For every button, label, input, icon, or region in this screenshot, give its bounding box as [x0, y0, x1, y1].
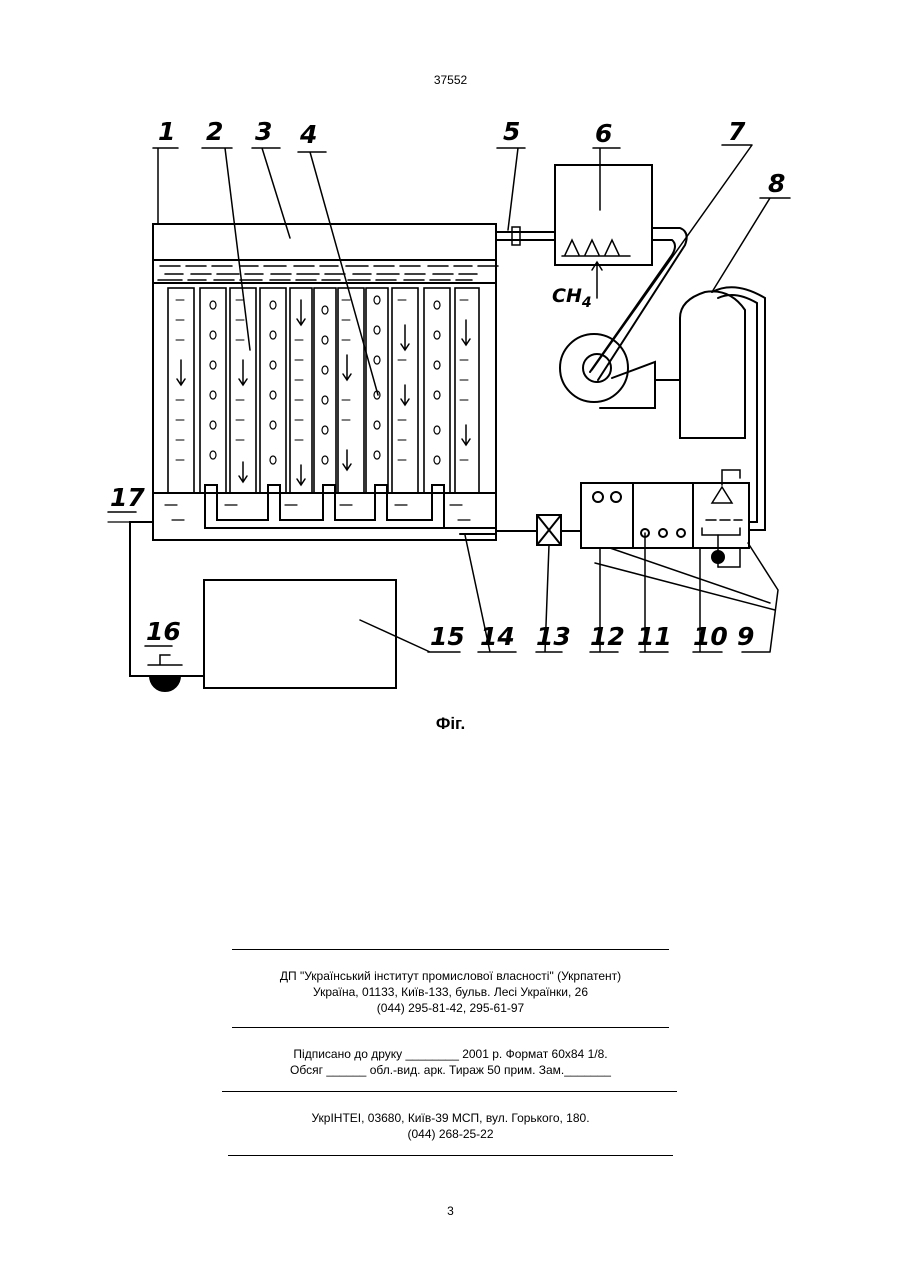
label-17: 17: [110, 483, 145, 512]
printer-block: УкрІНТЕІ, 03680, Київ-39 МСП, вул. Горьк…: [0, 1110, 901, 1142]
label-8: 8: [768, 169, 785, 198]
label-5: 5: [503, 117, 520, 146]
page-number: 3: [0, 1204, 901, 1218]
divider: [232, 1027, 669, 1028]
publisher-address: Україна, 01133, Київ-133, бульв. Лесі Ук…: [0, 984, 901, 1000]
label-12: 12: [590, 622, 625, 651]
label-3: 3: [255, 117, 272, 146]
divider: [232, 949, 669, 950]
printer-name: УкрІНТЕІ, 03680, Київ-39 МСП, вул. Горьк…: [0, 1110, 901, 1126]
label-2: 2: [206, 117, 223, 146]
label-14: 14: [480, 622, 515, 651]
label-16: 16: [146, 617, 181, 646]
publisher-phone: (044) 295-81-42, 295-61-97: [0, 1000, 901, 1016]
label-13: 13: [536, 622, 571, 651]
divider: [228, 1155, 673, 1156]
label-7: 7: [728, 117, 746, 146]
label-9: 9: [737, 622, 754, 651]
publisher-name: ДП "Український інститут промислової вла…: [0, 968, 901, 984]
print-volume: Обсяг ______ обл.-вид. арк. Тираж 50 при…: [0, 1062, 901, 1078]
figure-caption: Фіг.: [0, 714, 901, 734]
label-4: 4: [299, 120, 317, 149]
figure-labels: 1 2 3 4 5 6 7 8 9 10 11 12 13 14 15 16 1…: [110, 117, 785, 651]
print-details: Підписано до друку ________ 2001 р. Форм…: [0, 1046, 901, 1078]
publisher-block: ДП "Український інститут промислової вла…: [0, 968, 901, 1016]
label-15: 15: [430, 622, 465, 651]
methane-label: CH4: [552, 285, 592, 311]
label-6: 6: [595, 119, 612, 148]
divider: [222, 1091, 677, 1092]
patent-figure: 1 2 3 4 5 6 7 8 9 10 11 12 13 14 15 16 1…: [0, 0, 901, 700]
label-10: 10: [693, 622, 728, 651]
label-11: 11: [637, 622, 672, 651]
printer-phone: (044) 268-25-22: [0, 1126, 901, 1142]
tube-array: [168, 288, 479, 493]
label-1: 1: [158, 117, 175, 146]
print-signed: Підписано до друку ________ 2001 р. Форм…: [0, 1046, 901, 1062]
